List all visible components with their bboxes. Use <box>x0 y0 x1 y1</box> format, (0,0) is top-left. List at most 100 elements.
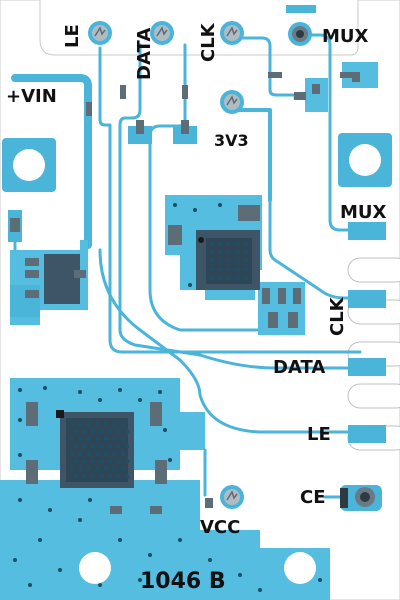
via <box>86 466 92 472</box>
via <box>90 444 96 449</box>
via <box>95 436 100 442</box>
via <box>107 474 113 479</box>
signal-traces <box>11 33 362 499</box>
via <box>243 267 249 272</box>
screw-terminal-icon <box>150 21 174 45</box>
via <box>124 459 130 464</box>
via <box>235 250 240 255</box>
via <box>226 275 232 281</box>
rf-ic-vias <box>69 421 130 479</box>
via <box>124 429 130 434</box>
via <box>99 429 104 434</box>
mount-hole-bottom-right <box>284 552 316 584</box>
via <box>82 474 87 479</box>
via <box>209 258 215 264</box>
via <box>78 466 83 472</box>
via <box>103 421 109 427</box>
via <box>120 421 126 427</box>
via <box>73 429 79 434</box>
via <box>116 459 121 464</box>
via <box>86 421 92 427</box>
via <box>124 444 130 449</box>
via <box>103 466 109 472</box>
via <box>107 444 113 449</box>
screw-terminal-icon <box>88 21 112 45</box>
label-data-top: DATA <box>134 28 155 80</box>
pour-clk-cluster <box>305 78 328 112</box>
via <box>95 466 100 472</box>
via <box>86 436 92 442</box>
label-mux-top: MUX <box>322 26 369 47</box>
label-ce-right: CE <box>300 487 326 508</box>
via <box>78 436 83 442</box>
via <box>112 436 117 442</box>
label-part-number: 1046 B <box>140 569 226 594</box>
via <box>69 451 75 457</box>
label-mux-right: MUX <box>340 202 387 223</box>
via <box>218 267 223 272</box>
via <box>112 466 117 472</box>
via <box>226 267 232 272</box>
via <box>69 436 75 442</box>
via <box>218 275 223 281</box>
via <box>112 451 117 457</box>
label-3v3: 3V3 <box>214 131 249 150</box>
screw-terminal-icon <box>220 485 244 509</box>
via <box>99 474 104 479</box>
via <box>120 466 126 472</box>
via <box>243 241 249 247</box>
testpoints <box>88 5 382 511</box>
via <box>73 444 79 449</box>
via <box>90 459 96 464</box>
via <box>103 436 109 442</box>
via <box>218 258 223 264</box>
via <box>243 258 249 264</box>
via <box>112 421 117 427</box>
via <box>86 451 92 457</box>
via <box>73 474 79 479</box>
via <box>78 451 83 457</box>
via <box>90 429 96 434</box>
via <box>226 258 232 264</box>
via <box>209 275 215 281</box>
via <box>209 267 215 272</box>
pour-vias-bottom <box>13 498 322 592</box>
via <box>243 250 249 255</box>
label-clk-right: CLK <box>327 296 348 336</box>
via <box>107 459 113 464</box>
via <box>69 421 75 427</box>
via <box>218 250 223 255</box>
label-le-right: LE <box>307 424 331 445</box>
via <box>69 466 75 472</box>
pll-ic-vias <box>209 241 249 281</box>
via <box>116 444 121 449</box>
via <box>116 474 121 479</box>
via <box>82 429 87 434</box>
via <box>209 241 215 247</box>
via <box>82 444 87 449</box>
via <box>218 241 223 247</box>
via <box>82 459 87 464</box>
via <box>226 250 232 255</box>
via <box>78 421 83 427</box>
via <box>90 474 96 479</box>
via <box>103 451 109 457</box>
via <box>120 451 126 457</box>
screw-terminal-icon <box>340 485 382 511</box>
via <box>99 444 104 449</box>
screw-terminal-icon <box>286 5 316 46</box>
via <box>120 436 126 442</box>
via <box>73 459 79 464</box>
via <box>235 258 240 264</box>
via <box>235 267 240 272</box>
label-data-right: DATA <box>273 357 325 378</box>
via <box>209 250 215 255</box>
label-clk-top: CLK <box>198 22 219 62</box>
via <box>99 459 104 464</box>
edge-pads <box>348 222 386 443</box>
via <box>226 241 232 247</box>
screw-terminal-icon <box>220 90 244 114</box>
mount-hole-left <box>2 138 56 192</box>
